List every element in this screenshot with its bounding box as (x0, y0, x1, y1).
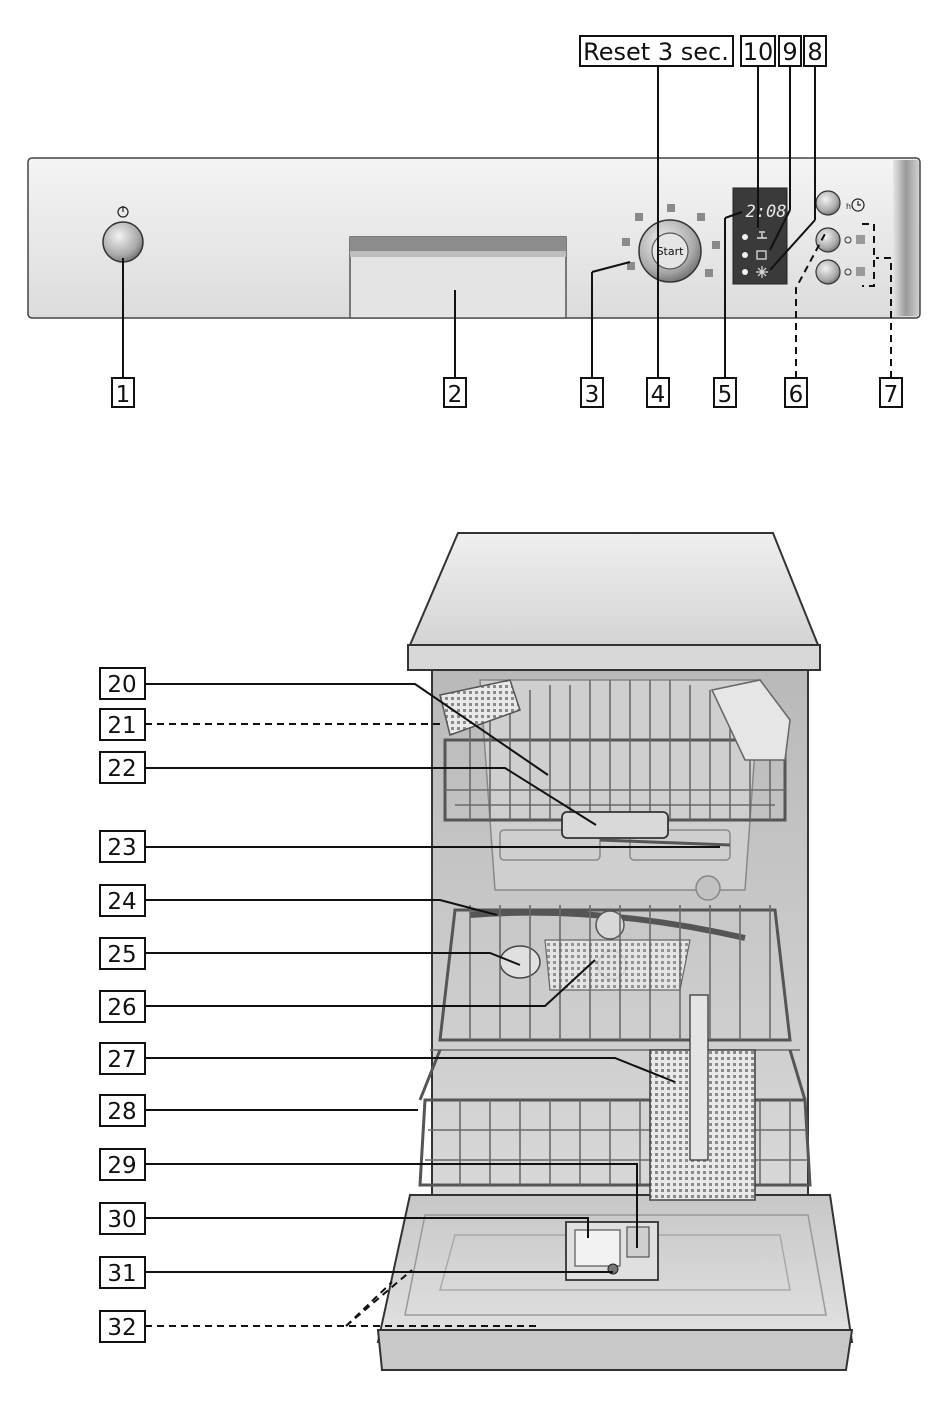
callout-8: 8 (807, 38, 822, 66)
option-button-2[interactable] (816, 260, 840, 284)
callout-9: 9 (782, 38, 797, 66)
type-plate (350, 237, 566, 318)
interior-callouts: 20 21 22 23 24 25 26 27 28 29 30 31 32 (100, 668, 145, 1342)
option-2-symbol (856, 267, 865, 276)
cutlery-basket-handle (690, 995, 708, 1160)
callout-5: 5 (718, 382, 733, 408)
option-button-1[interactable] (816, 228, 840, 252)
callout-7: 7 (884, 382, 899, 408)
callout-6: 6 (789, 382, 804, 408)
callout-24: 24 (107, 889, 136, 915)
svg-text:h: h (846, 202, 851, 211)
callout-32: 32 (107, 1315, 136, 1341)
indicator-salt (742, 252, 748, 258)
callout-23: 23 (107, 835, 136, 861)
callout-25: 25 (107, 942, 136, 968)
display-readout: 2:08 (746, 202, 787, 222)
filter-system (545, 940, 690, 990)
reset-label: Reset 3 sec. (583, 38, 729, 66)
panel-callouts: 1 2 3 4 5 6 7 (112, 378, 902, 408)
callout-10: 10 (743, 38, 774, 66)
door-edge (378, 1330, 852, 1370)
timer-button[interactable] (816, 191, 840, 215)
panel-side-edge (893, 160, 919, 316)
worktop (410, 533, 818, 645)
callout-1: 1 (116, 382, 131, 408)
tub-back-wall (480, 680, 760, 890)
callout-29: 29 (107, 1153, 136, 1179)
callout-21: 21 (107, 713, 136, 739)
callout-3: 3 (585, 382, 600, 408)
upper-spray-arm-guard (562, 812, 668, 838)
callout-27: 27 (107, 1047, 136, 1073)
salt-container[interactable] (500, 946, 540, 978)
worktop-front-edge (408, 645, 820, 670)
callout-2: 2 (448, 382, 463, 408)
start-label: Start (657, 245, 685, 258)
callout-20: 20 (107, 672, 136, 698)
callout-30: 30 (107, 1207, 136, 1233)
callout-28: 28 (107, 1099, 136, 1125)
indicator-water-supply (742, 234, 748, 240)
callout-31: 31 (107, 1261, 136, 1287)
control-panel: Start 2:08 h (28, 158, 920, 318)
display-panel: 2:08 (733, 188, 787, 284)
option-1-symbol (856, 235, 865, 244)
callout-22: 22 (107, 756, 136, 782)
indicator-rinse-aid (742, 269, 748, 275)
top-labels: Reset 3 sec. 10 9 8 (580, 36, 826, 66)
callout-26: 26 (107, 995, 136, 1021)
callout-4: 4 (651, 382, 666, 408)
dishwasher-body (378, 533, 852, 1370)
